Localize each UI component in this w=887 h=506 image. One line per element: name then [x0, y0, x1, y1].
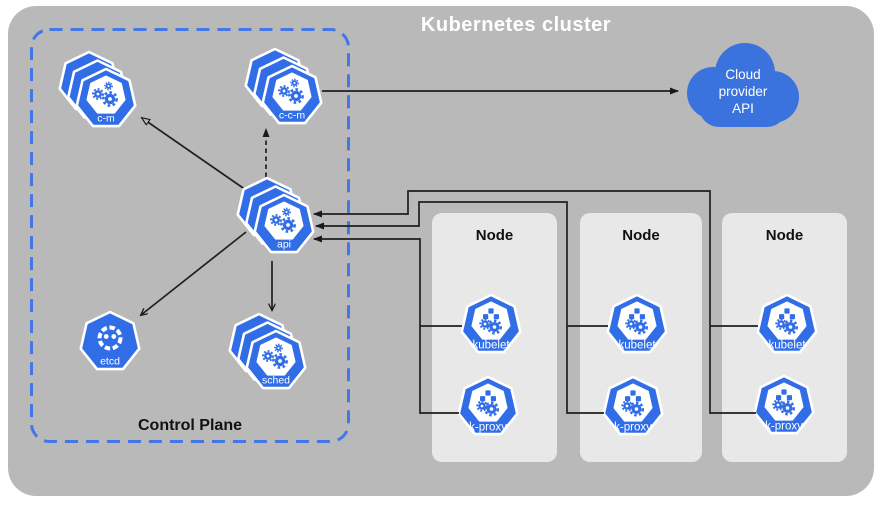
cloud-provider-api: Cloud provider API	[687, 43, 799, 127]
kubelet-icon: kubelet	[606, 293, 668, 354]
kproxy-icon: k-proxy	[457, 375, 519, 436]
control-plane-box: Control Plane	[30, 28, 350, 443]
kubelet-icon: kubelet	[460, 293, 522, 354]
node-3-title: Node	[765, 227, 804, 244]
kproxy-icon: k-proxy	[753, 374, 815, 435]
sched-label: sched	[262, 375, 290, 387]
sched-icon: sched	[228, 312, 307, 390]
kproxy-icon: k-proxy	[602, 375, 664, 436]
kproxy-label: k-proxy	[765, 421, 803, 433]
node-box-3: Node kubelet k-proxy	[722, 213, 847, 462]
ccm-label: c-c-m	[279, 110, 305, 122]
kubelet-label: kubelet	[472, 340, 510, 352]
api-label: api	[277, 239, 291, 251]
cloud-label-line2: provider	[719, 84, 768, 99]
control-plane-label: Control Plane	[137, 417, 242, 434]
node-2-title: Node	[622, 227, 660, 244]
kproxy-label: k-proxy	[469, 422, 507, 434]
cm-icon: c-m	[58, 50, 137, 128]
node-box-2: Node kubelet k-proxy	[580, 213, 702, 462]
etcd-icon: etcd	[79, 310, 141, 371]
node-box-1: Node kubelet k-proxy	[432, 213, 557, 462]
diagram-title: Kubernetes cluster	[420, 14, 612, 36]
cloud-icon	[687, 43, 799, 127]
kproxy-label: k-proxy	[614, 422, 652, 434]
cm-label: c-m	[97, 113, 115, 125]
cloud-label-line3: API	[732, 101, 754, 116]
node-1-title: Node	[475, 227, 514, 244]
etcd-label: etcd	[100, 356, 120, 368]
ccm-icon: c-c-m	[244, 47, 323, 125]
cloud-label-line1: Cloud	[725, 67, 760, 82]
api-icon: api	[236, 176, 315, 254]
kubelet-icon: kubelet	[756, 293, 818, 354]
kubelet-label: kubelet	[618, 340, 656, 352]
kubelet-label: kubelet	[768, 340, 806, 352]
